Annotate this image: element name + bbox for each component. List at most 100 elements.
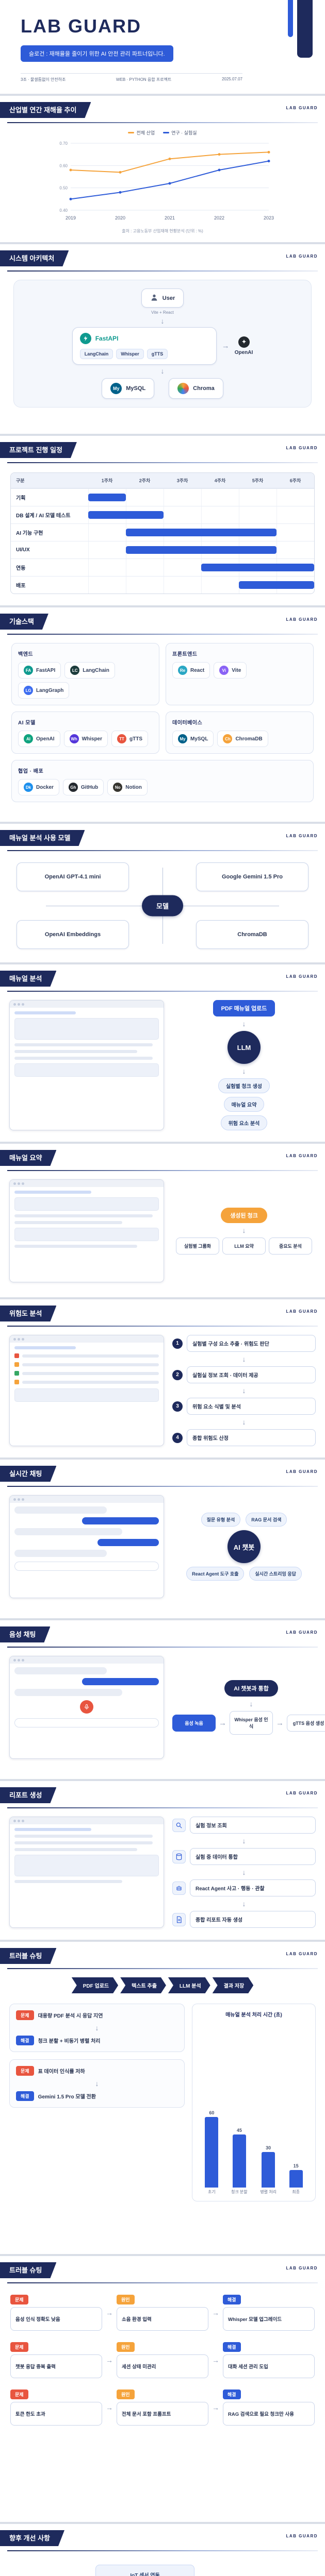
arrow-down-icon: ↓ — [242, 1837, 246, 1845]
svg-text:0.60: 0.60 — [59, 163, 68, 168]
gantt-bar — [88, 494, 126, 501]
flow-column: PDF 매뉴얼 업로드 ↓ LLM ↓ 실험별 청크 생성 매뉴얼 요약 위험 … — [172, 1000, 316, 1130]
window-dot — [13, 1658, 16, 1662]
step-text: 종합 리포트 자동 생성 — [190, 1911, 316, 1928]
placeholder-line — [14, 1245, 138, 1248]
slide-title: 트러블 슈팅 — [0, 2262, 56, 2278]
openai-icon — [238, 336, 250, 348]
slide-header: 실시간 채팅 LAB GUARD — [0, 1460, 325, 1482]
header-divider — [7, 462, 318, 463]
risk-row — [14, 1371, 159, 1376]
window-dot — [22, 1337, 24, 1341]
cause-text: 전체 문서 포함 프롬프트 — [117, 2402, 208, 2426]
chat-input-mock — [14, 1562, 159, 1571]
arrow-right-icon: → — [106, 2403, 113, 2412]
header-divider — [7, 1170, 318, 1171]
slide-title: 위험도 분석 — [0, 1306, 56, 1321]
fastapi-modules: LangChain Whisper gTTS — [79, 349, 209, 359]
group-name: 백엔드 — [18, 652, 34, 657]
header-divider — [7, 1486, 318, 1487]
header-divider — [7, 122, 318, 123]
tech-logo-icon: AI — [24, 734, 33, 743]
placeholder-block — [14, 1197, 159, 1211]
step-text: 실험별 구성 요소 추출 · 위험도 판단 — [187, 1335, 316, 1352]
slide-title: 트러블 슈팅 — [0, 1948, 56, 1964]
header-divider — [7, 991, 318, 992]
window-dot — [18, 1337, 20, 1341]
slide-body: 문제 대용량 PDF 분석 시 응답 지연 ↓ 해결 청크 분할 + 비동기 병… — [0, 1997, 325, 2214]
model-diagram: OpenAI GPT-4.1 mini Google Gemini 1.5 Pr… — [17, 862, 308, 949]
source-pill: 생성된 청크 — [221, 1207, 267, 1223]
gantt-row: 연동 — [11, 558, 314, 576]
task-label: 배포 — [16, 583, 26, 589]
placeholder-line — [14, 1214, 153, 1217]
report-step: 종합 리포트 자동 생성 — [172, 1911, 316, 1928]
user-node: User — [141, 289, 184, 308]
slide-title: 리포트 생성 — [0, 1787, 56, 1803]
chat-input-mock — [14, 1718, 159, 1727]
input-node: PDF 매뉴얼 업로드 — [213, 1000, 275, 1016]
risk-low-dot — [14, 1371, 19, 1376]
slide-manual-summary: 매뉴얼 요약 LAB GUARD 생성된 청크 ↓ 실험별 그룹화 LLM 요약… — [0, 1144, 325, 1297]
fastapi-label: FastAPI — [95, 335, 119, 342]
tech-label: OpenAI — [36, 736, 55, 742]
feature-column: 질문 유형 분석 RAG 문서 검색 AI 챗봇 React Agent 도구 … — [172, 1495, 316, 1598]
window-dot — [13, 1337, 16, 1341]
placeholder-block — [14, 1388, 159, 1402]
report-step: React Agent 사고 · 행동 · 관찰 — [172, 1879, 316, 1896]
group-name: 데이터베이스 — [172, 720, 203, 726]
user-label: User — [162, 295, 175, 301]
feature-row: React Agent 도구 호출 실시간 스트리밍 응답 — [186, 1567, 302, 1581]
manual-summary-screenshot — [9, 1179, 164, 1282]
arrow-down-icon: ↓ — [242, 1900, 246, 1908]
cause-text: 세션 상태 미관리 — [117, 2354, 208, 2378]
module-chip: Whisper — [116, 349, 144, 359]
svg-text:2022: 2022 — [214, 215, 224, 221]
improvement-column: IoT 센서 연동 위험 예측 모델 고도화 모바일 앱 지원 — [95, 2565, 194, 2576]
arrow-down-icon: ↓ — [242, 1020, 246, 1028]
week-header: 1주차 — [101, 478, 113, 483]
slide-header: 매뉴얼 분석 사용 모델 LAB GUARD — [0, 824, 325, 846]
voice-steps: 음성 녹음 → Whisper 음성 인식 → gTTS 음성 생성 — [172, 1711, 325, 1735]
svg-text:0.70: 0.70 — [59, 141, 68, 146]
window-dot — [13, 1498, 16, 1501]
openai-node: OpenAI — [235, 336, 253, 355]
mic-icon — [80, 1700, 93, 1714]
screenshot-column — [9, 1179, 164, 1282]
placeholder-line — [14, 1221, 122, 1224]
pipeline-step: LLM 분석 — [168, 1977, 210, 1993]
browser-bar — [10, 1656, 164, 1664]
window-dot — [22, 1003, 24, 1006]
brand-mark: LAB GUARD — [286, 1469, 318, 1474]
header-divider — [7, 634, 318, 635]
problem-tag: 문제 — [16, 2066, 34, 2076]
window-dot — [18, 1498, 20, 1501]
header-divider — [7, 1647, 318, 1648]
step-number: 1 — [172, 1338, 183, 1349]
tech-logo-icon: No — [113, 783, 123, 792]
architecture-diagram: User Vite + React ↓ FastAPI LangChain Wh… — [13, 280, 312, 408]
gantt-track — [88, 559, 314, 576]
tech-label: MySQL — [190, 736, 208, 742]
gantt-row: DB 설계 / AI 모델 테스트 — [11, 506, 314, 523]
slide-header: 매뉴얼 요약 LAB GUARD — [0, 1144, 325, 1166]
browser-bar — [10, 1335, 164, 1343]
placeholder-line — [14, 1848, 138, 1851]
arrow-down-icon: ↓ — [242, 1868, 246, 1876]
header-divider — [7, 1807, 318, 1808]
brand-mark: LAB GUARD — [286, 617, 318, 622]
chat-bubble-user — [82, 1678, 159, 1685]
